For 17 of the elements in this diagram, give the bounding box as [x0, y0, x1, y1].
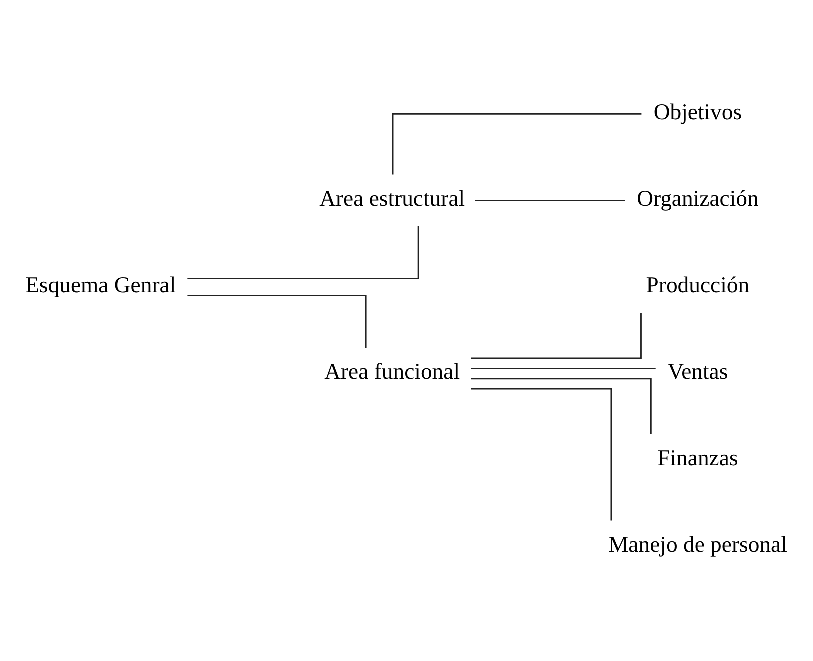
connector [471, 388, 612, 521]
connector [188, 295, 367, 348]
node-text: Area estructural [320, 186, 466, 212]
connector [392, 114, 642, 175]
node-text: Esquema Genral [26, 272, 176, 298]
node-text: Finanzas [658, 446, 738, 471]
connector [471, 378, 652, 435]
node-text: Area funcional [324, 359, 460, 384]
node-text: Producción [646, 272, 750, 298]
node-text: Organización [637, 186, 759, 212]
connector [188, 226, 420, 280]
node-text: Ventas [668, 359, 728, 384]
connector [471, 312, 642, 360]
connector [471, 368, 656, 370]
node-text: Manejo de personal [608, 532, 788, 558]
connector [475, 200, 626, 202]
node-text: Objetivos [654, 100, 742, 125]
